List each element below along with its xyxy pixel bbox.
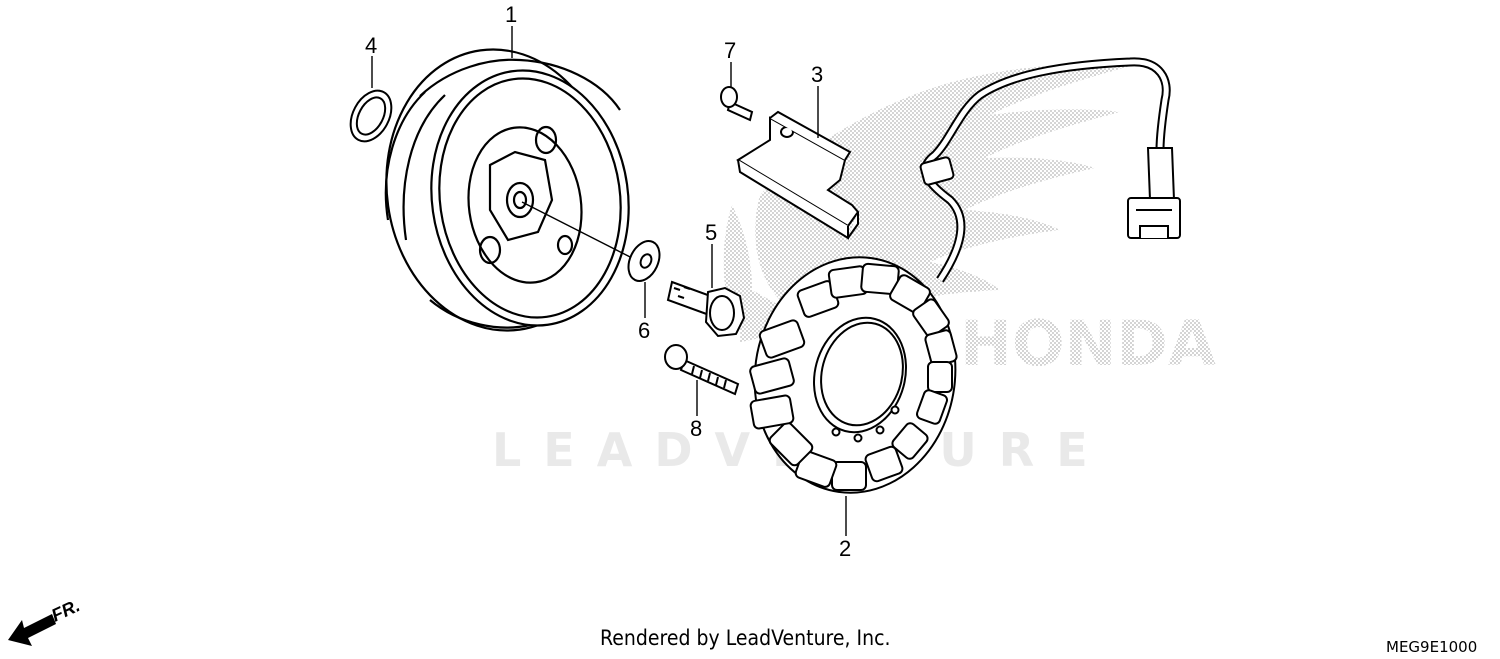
flywheel-part-1[interactable] [368, 35, 644, 346]
diagram-code: MEG9E1000 [1386, 638, 1478, 656]
callout-6: 6 [638, 318, 650, 343]
leader-lines [371, 26, 847, 536]
centerline [521, 201, 641, 263]
washer-part-6[interactable] [622, 236, 665, 286]
wire-clamp-part-3[interactable] [736, 110, 860, 240]
o-ring-part-4[interactable] [342, 84, 399, 149]
callout-3: 3 [811, 62, 823, 87]
callout-5: 5 [705, 220, 717, 245]
stator-part-2[interactable] [740, 57, 1181, 506]
render-credit: Rendered by LeadVenture, Inc. [600, 626, 891, 650]
screw-part-8[interactable] [664, 344, 740, 396]
honda-wordmark-watermark: HONDA [960, 307, 1216, 380]
flange-bolt-part-5[interactable] [666, 280, 746, 338]
callout-1: 1 [505, 2, 517, 27]
callout-4: 4 [365, 33, 377, 58]
callout-8: 8 [690, 416, 702, 441]
callout-2: 2 [839, 536, 851, 561]
callout-7: 7 [724, 38, 736, 63]
screw-part-7[interactable] [720, 86, 754, 122]
front-direction-arrow-icon: FR. [8, 595, 83, 646]
stator-coils [749, 262, 958, 491]
